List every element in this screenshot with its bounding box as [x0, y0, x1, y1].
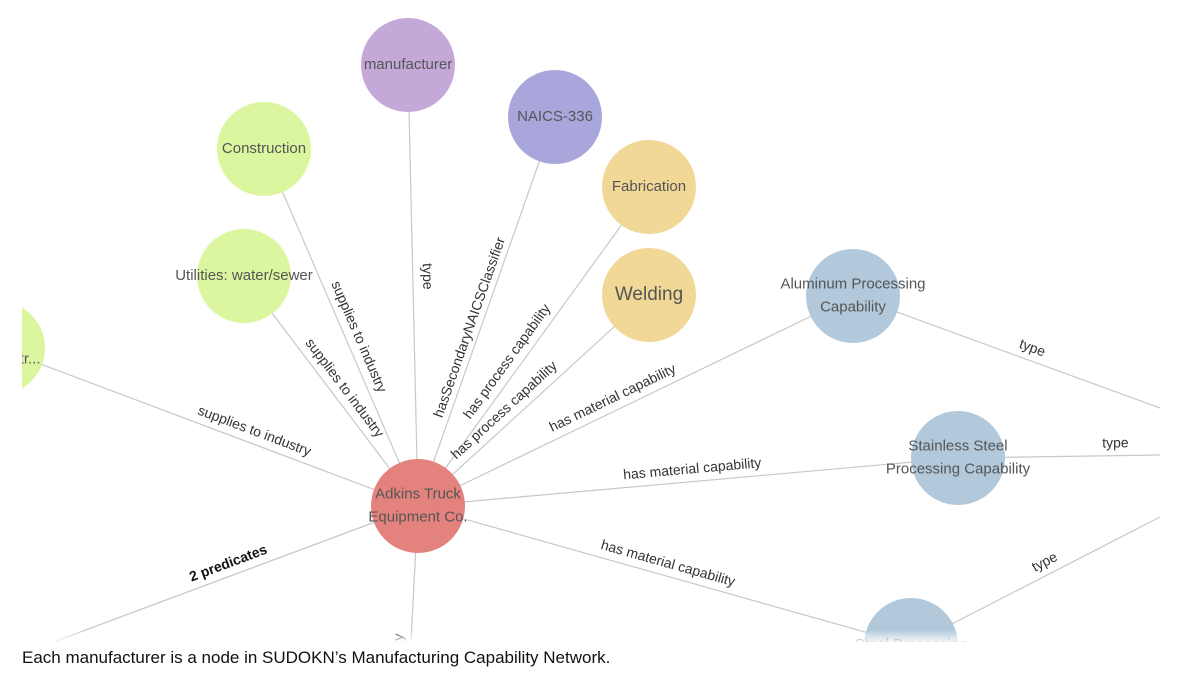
node-label: Processing Capability	[886, 460, 1031, 477]
node-label: Stainless Steel	[908, 437, 1007, 454]
node-circle[interactable]	[602, 140, 696, 234]
node-manufacturer[interactable]: manufacturer	[361, 18, 455, 112]
node-label: NAICS-336	[517, 108, 593, 125]
node-circle[interactable]	[217, 102, 311, 196]
edge-adkins-fabrication[interactable]	[417, 186, 650, 507]
node-circle[interactable]	[361, 18, 455, 112]
node-label: Aluminum Processing	[780, 275, 925, 292]
edge-adkins-utilities-water[interactable]	[243, 275, 419, 507]
edge-label: has material capability	[622, 454, 761, 482]
edge-label: supplies to industry	[196, 402, 314, 459]
edge-adkins-aluminum[interactable]	[417, 295, 854, 507]
node-utilities-water[interactable]: Utilities: water/sewer	[175, 229, 313, 323]
edges-layer	[22, 64, 1160, 642]
node-welding[interactable]: Welding	[602, 248, 696, 342]
edge-label: type	[1102, 434, 1129, 450]
edge-adkins-steel[interactable]	[417, 505, 911, 642]
edge-label: type	[1017, 335, 1048, 359]
node-label: Equipment Co.	[368, 508, 467, 525]
edge-label: hasSecondaryNAICSClassifier	[430, 235, 508, 420]
node-utilities-elec[interactable]: ities:ation/electr...	[22, 301, 45, 395]
node-label: Adkins Truck	[375, 485, 461, 502]
node-construction[interactable]: Construction	[217, 102, 311, 196]
node-circle[interactable]	[371, 459, 465, 553]
node-fabrication[interactable]: Fabrication	[602, 140, 696, 234]
node-label: Welding	[615, 284, 683, 305]
figure-caption: Each manufacturer is a node in SUDOKN’s …	[22, 648, 611, 667]
edge-adkins-stainless[interactable]	[417, 457, 959, 507]
edge-adkins-construction[interactable]	[263, 148, 419, 507]
node-circle[interactable]	[197, 229, 291, 323]
edge-adkins-welding[interactable]	[417, 294, 650, 507]
edge-adkins-manufacturer[interactable]	[407, 64, 419, 507]
node-circle[interactable]	[22, 301, 45, 395]
edge-adkins-utilities-elec[interactable]	[22, 348, 419, 507]
node-circle[interactable]	[508, 70, 602, 164]
node-circle[interactable]	[602, 248, 696, 342]
node-naics[interactable]: NAICS-336	[508, 70, 602, 164]
bottom-fade	[22, 630, 1160, 642]
node-label: Capability	[820, 298, 886, 315]
node-label: Fabrication	[612, 178, 686, 195]
node-label: ation/electr...	[22, 350, 41, 367]
edge-adkins-offscreen-lower-left[interactable]	[32, 505, 419, 642]
node-label: Construction	[222, 140, 306, 157]
node-circle[interactable]	[806, 249, 900, 343]
edge-adkins-naics[interactable]	[417, 116, 556, 507]
node-label: Utilities: water/sewer	[175, 267, 313, 284]
node-circle[interactable]	[911, 411, 1005, 505]
edge-label: type	[420, 263, 437, 290]
edge-aluminum-offscreen-right-1[interactable]	[852, 295, 1160, 409]
node-label: manufacturer	[364, 56, 452, 73]
edge-label: 2 predicates	[187, 541, 269, 585]
